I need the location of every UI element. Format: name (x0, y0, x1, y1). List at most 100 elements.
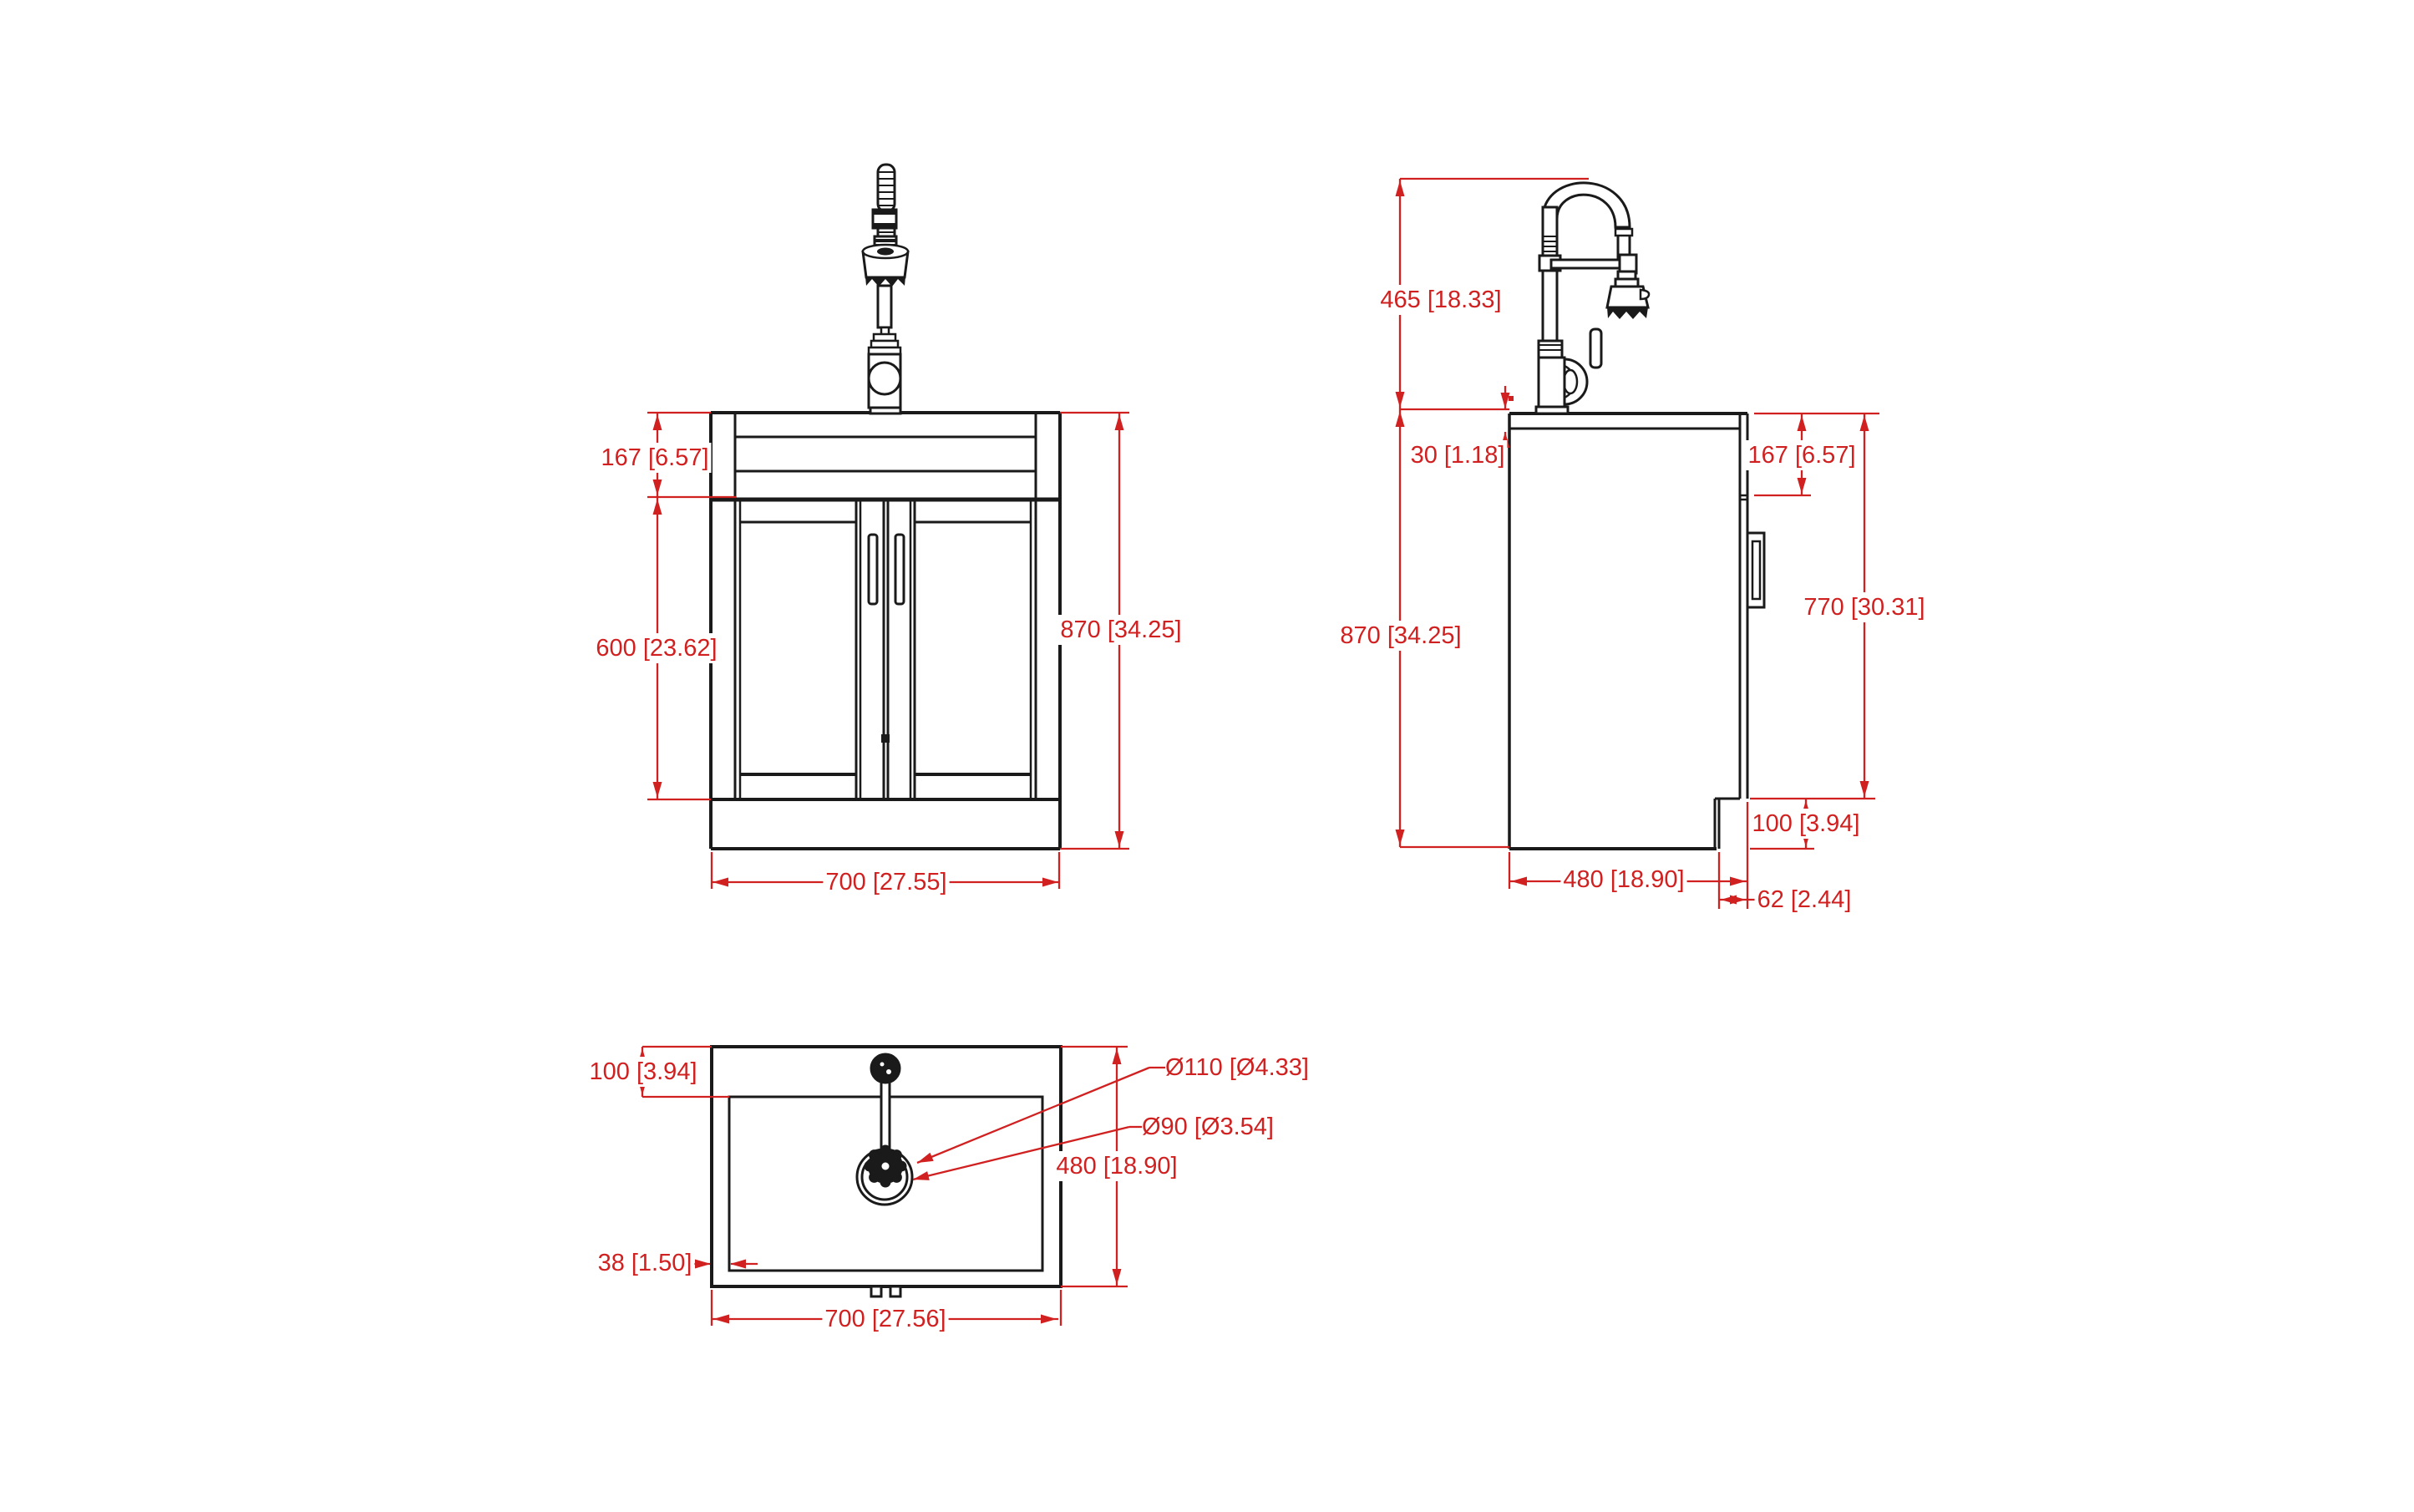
dimension-arrow (1859, 781, 1869, 797)
outline-rect (894, 533, 905, 606)
dimension-arrow (1730, 895, 1746, 905)
dimension-label: 770 [30.31] (1803, 594, 1925, 621)
front-elevation-view (709, 163, 1062, 850)
outline-circle (880, 1144, 891, 1156)
dimension-label-mask (1053, 1151, 1180, 1181)
outline-rect (873, 223, 896, 228)
dimension-label-mask (1754, 885, 1854, 915)
dimension-arrow (1395, 830, 1405, 845)
dimension-label-mask (1057, 615, 1184, 645)
dimension-label-mask (586, 1057, 700, 1087)
dimension-line (912, 1125, 1130, 1181)
dimension-arrow (1797, 415, 1807, 431)
dimension-arrow (913, 1171, 930, 1180)
dimension-label-mask (1407, 440, 1508, 470)
dimension-label: 62 [2.44] (1757, 886, 1852, 913)
outline-circle (870, 1053, 901, 1084)
dimension-label: 100 [3.94] (590, 1058, 697, 1085)
outline-rect (867, 533, 879, 606)
outline-circle (869, 1171, 880, 1183)
outline-circle (869, 1149, 880, 1161)
dimension-annotations: 167 [6.57] 600 [23.62] 870 [34.25] 700 [27.… (586, 177, 1928, 1334)
outline-polygon (1607, 307, 1648, 319)
dimension-label-mask (593, 633, 720, 663)
outline-rect (1541, 205, 1559, 342)
dimension-arrow (1112, 1269, 1122, 1285)
dimension-arrow (1041, 1314, 1057, 1324)
dimension-arrow (1042, 877, 1058, 887)
dimension-arrow (730, 1259, 746, 1269)
dimension-label: 870 [34.25] (1340, 622, 1461, 649)
dimension-label-mask (595, 1248, 695, 1278)
dimension-arrow (713, 877, 728, 887)
dimension-label: 480 [18.90] (1056, 1153, 1177, 1180)
outline-circle (880, 1176, 891, 1188)
dimension-arrow (652, 414, 662, 430)
dimension-label: 100 [3.94] (1752, 810, 1860, 837)
outline-circle (890, 1149, 902, 1161)
outline-rect (1534, 405, 1570, 415)
outline-rect (1537, 356, 1566, 408)
outline-rect (1751, 540, 1762, 601)
outline-rect (880, 1079, 891, 1153)
outline-ellipse (877, 247, 894, 256)
dimension-label-mask (822, 1304, 949, 1334)
dimension-arrow (1395, 411, 1405, 427)
outline-circle (886, 1069, 891, 1074)
dimension-label: 480 [18.90] (1563, 866, 1684, 893)
dimension-label: 870 [34.25] (1060, 616, 1181, 643)
dimension-arrow (1797, 478, 1807, 494)
dimension-mark (1509, 396, 1514, 401)
outline-circle (890, 1171, 902, 1183)
outline-rect (1614, 227, 1634, 237)
dimension-label-mask (1749, 809, 1863, 839)
dimension-arrow (1500, 393, 1510, 408)
dimension-label: 38 [1.50] (598, 1250, 692, 1276)
dimension-arrow (1114, 831, 1124, 847)
dimension-arrow (1730, 876, 1746, 886)
dimension-label-mask (1337, 621, 1464, 651)
dimension-label-mask (1801, 592, 1928, 622)
outline-polygon (865, 277, 905, 287)
dimension-label: Ø90 [Ø3.54] (1142, 1114, 1274, 1140)
dimension-arrow (713, 1314, 729, 1324)
outline-rect (881, 734, 890, 743)
dimension-label: 167 [6.57] (1748, 442, 1856, 469)
outline-circle (864, 1160, 875, 1172)
side-elevation-view (1508, 181, 1766, 850)
outline-circle (881, 1162, 890, 1170)
dimension-arrow (652, 479, 662, 495)
dimension-label: 30 [1.18] (1411, 442, 1505, 469)
outline-rect (869, 406, 902, 415)
dimension-arrow (652, 782, 662, 798)
dimension-arrow (1395, 180, 1405, 196)
outline-rect (875, 239, 896, 242)
dimension-label-mask (598, 443, 712, 473)
dimension-label-mask (823, 867, 950, 897)
outline-rect (870, 1285, 883, 1298)
dimension-label: 700 [27.55] (825, 869, 946, 896)
dimension-arrow (1511, 876, 1527, 886)
outline-circle (880, 1062, 885, 1067)
dimension-arrow (917, 1152, 934, 1163)
dimension-label: 167 [6.57] (601, 444, 709, 471)
dimension-arrow (695, 1259, 711, 1269)
dimension-label: 465 [18.33] (1380, 287, 1501, 313)
dimension-label: Ø110 [Ø4.33] (1165, 1054, 1309, 1081)
outline-circle (895, 1160, 907, 1172)
dimension-line (916, 1066, 1150, 1164)
dimension-arrow (1112, 1048, 1122, 1064)
dimension-label-mask (1745, 440, 1859, 470)
dimension-label-mask (1560, 865, 1687, 895)
dimension-arrow (652, 499, 662, 515)
dimension-arrow (1395, 392, 1405, 408)
dimension-label-mask (1377, 285, 1504, 315)
dimension-label: 700 [27.56] (824, 1306, 946, 1332)
dimension-label: 600 [23.62] (596, 635, 717, 662)
outline-path (1564, 358, 1589, 406)
dimension-arrow (1859, 415, 1869, 431)
outline-rect (889, 1285, 902, 1298)
outline-path (1639, 288, 1651, 301)
